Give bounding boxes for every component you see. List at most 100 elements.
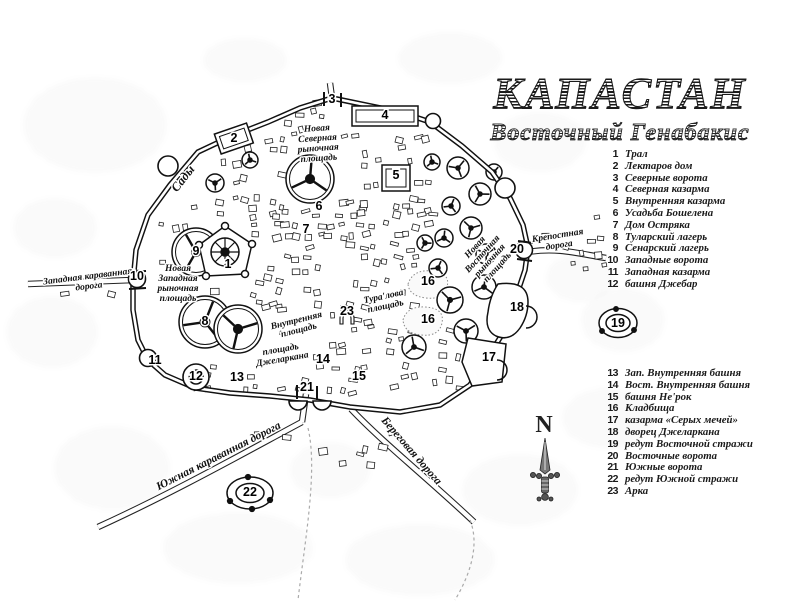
building (398, 336, 405, 342)
legend-item-label: Лектаров дом (625, 159, 693, 172)
building (375, 157, 382, 163)
building (159, 259, 167, 265)
building (264, 137, 274, 145)
building (302, 255, 312, 261)
building (387, 328, 398, 335)
building (334, 213, 344, 219)
building (231, 159, 243, 169)
building (106, 290, 117, 299)
building (541, 232, 550, 240)
building (318, 113, 325, 120)
building (249, 213, 257, 222)
camp-circle (205, 173, 225, 193)
building (220, 158, 227, 167)
camp-circle (213, 304, 263, 354)
legend-item-label: Северная казарма (625, 183, 710, 196)
camp-circle (241, 151, 259, 169)
building (314, 264, 321, 272)
building (328, 341, 337, 349)
building (251, 222, 258, 228)
map-subtitle: Восточный Генабакис (490, 120, 750, 147)
building (267, 265, 275, 272)
map-marker: 18 (510, 300, 524, 314)
map-marker: 10 (130, 269, 144, 283)
building (248, 204, 258, 213)
building (377, 442, 389, 452)
building (437, 366, 447, 373)
building (338, 460, 347, 467)
building (338, 221, 346, 227)
camp-circle (446, 156, 470, 180)
building (330, 311, 335, 319)
legend-item-number: 4 (612, 183, 619, 196)
map-marker: 20 (510, 242, 524, 256)
building (445, 375, 454, 385)
building (251, 231, 260, 238)
building (317, 223, 328, 230)
building (372, 258, 381, 268)
building (411, 223, 421, 232)
legend-item-number: 15 (607, 390, 618, 403)
map-marker: 11 (148, 353, 161, 367)
building (361, 229, 372, 238)
building (279, 136, 285, 143)
building (348, 377, 359, 383)
building (351, 133, 360, 139)
map-marker: 14 (316, 352, 330, 366)
compass: N (530, 412, 561, 502)
building (361, 149, 369, 159)
building (253, 431, 263, 439)
building (190, 204, 198, 211)
building (275, 286, 283, 296)
legend-item-label: Восточные ворота (625, 449, 718, 462)
building (309, 107, 318, 115)
legend-item-label: Западные ворота (625, 254, 709, 267)
building (315, 361, 324, 370)
building (586, 238, 596, 244)
city-wall (130, 95, 531, 415)
building (283, 119, 293, 127)
building (171, 224, 181, 233)
building (304, 233, 313, 241)
building (311, 213, 320, 218)
compass-n-label: N (535, 412, 553, 438)
building (276, 386, 287, 392)
building (402, 230, 409, 237)
legend-item-label: Сенарский лагерь (625, 242, 709, 255)
building (214, 198, 225, 207)
building (361, 348, 372, 355)
map-marker: 12 (189, 369, 203, 383)
legend-item-number: 3 (612, 171, 619, 184)
map-marker: 9 (193, 244, 200, 258)
legend-item-label: Усадьба Бошелена (625, 206, 714, 219)
building (389, 383, 400, 391)
roads (27, 82, 607, 601)
building (389, 240, 400, 247)
gate-marks (128, 92, 534, 400)
building (383, 277, 390, 284)
building (313, 300, 323, 309)
legend-item-number: 16 (607, 402, 618, 415)
building (399, 263, 406, 271)
legend-item-label: Зап. Внутренняя башня (625, 367, 742, 379)
legend-item-label: Трал (625, 148, 648, 160)
map-marker: 15 (352, 369, 366, 383)
map-marker: 22 (243, 485, 257, 499)
map-marker: 8 (202, 314, 209, 328)
legend-item-number: 12 (607, 277, 618, 290)
building (272, 213, 280, 220)
building (393, 253, 404, 261)
building (454, 353, 462, 362)
structures (128, 92, 638, 513)
camp-circle (471, 274, 497, 300)
building (578, 249, 585, 257)
building (354, 365, 361, 372)
